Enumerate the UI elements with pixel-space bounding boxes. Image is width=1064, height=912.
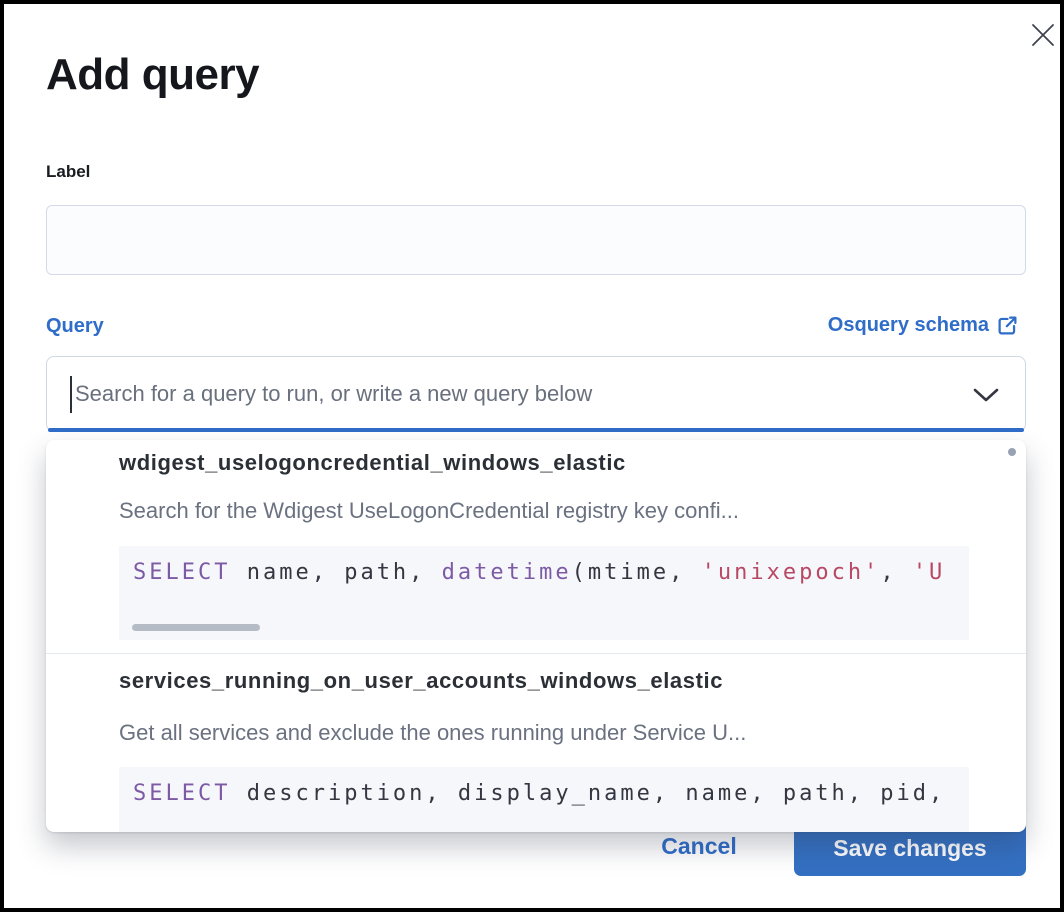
sql-snippet: SELECT name, path, datetime(mtime, 'unix… [119, 546, 969, 640]
query-search-combobox[interactable] [46, 356, 1026, 432]
code-token: (mtime, [571, 560, 702, 585]
code-token: , [880, 560, 913, 585]
sql-snippet: SELECT description, display_name, name, … [119, 767, 969, 832]
query-option-title: services_running_on_user_accounts_window… [119, 668, 724, 693]
query-option-description: Get all services and exclude the ones ru… [119, 720, 747, 745]
code-token: description, display_name, name, path, p… [230, 781, 946, 806]
horizontal-scrollbar-thumb[interactable] [132, 624, 260, 631]
modal-title: Add query [46, 50, 260, 99]
vertical-scrollbar-thumb[interactable] [1008, 448, 1016, 456]
sql-code-line: SELECT name, path, datetime(mtime, 'unix… [133, 560, 945, 585]
query-field-label: Query [46, 315, 104, 337]
external-link-icon [998, 316, 1017, 335]
close-icon[interactable] [1026, 18, 1060, 52]
focus-underline [48, 428, 1024, 432]
osquery-schema-link[interactable]: Osquery schema [828, 314, 1018, 337]
code-token: 'U [912, 560, 946, 585]
query-suggestions-popover: wdigest_uselogoncredential_windows_elast… [46, 440, 1026, 832]
code-token: SELECT [133, 560, 231, 585]
code-token: datetime [441, 560, 572, 585]
chevron-down-icon[interactable] [971, 386, 1001, 404]
text-cursor [70, 376, 72, 413]
osquery-schema-link-label: Osquery schema [827, 314, 989, 336]
code-token: SELECT [133, 781, 231, 806]
query-option-title: wdigest_uselogoncredential_windows_elast… [119, 450, 626, 475]
query-search-input[interactable] [73, 367, 933, 421]
sql-code-line: SELECT description, display_name, name, … [133, 781, 945, 806]
code-token: 'unixepoch' [701, 560, 881, 585]
close-icon-glyph [1032, 24, 1054, 46]
option-divider [46, 653, 1026, 654]
label-field-label: Label [46, 162, 91, 181]
code-token: name, path, [230, 560, 442, 585]
cancel-button[interactable]: Cancel [634, 822, 764, 870]
label-input[interactable] [46, 205, 1026, 275]
query-option-description: Search for the Wdigest UseLogonCredentia… [119, 498, 739, 523]
